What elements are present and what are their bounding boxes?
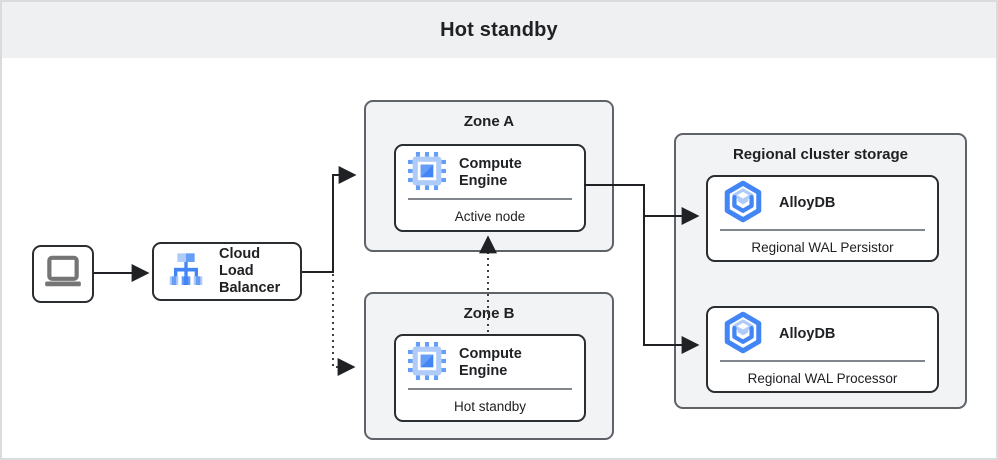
edge-load-balancer-to-zone-a xyxy=(302,166,357,273)
alloydb-label: AlloyDB xyxy=(779,326,836,343)
compute-engine-label: Compute Engine xyxy=(459,345,522,379)
alloydb-persistor-node: AlloyDB Regional WAL Persistor xyxy=(706,175,939,262)
zone-b-title: Zone B xyxy=(463,305,515,322)
compute-engine-node-standby: Compute Engine Hot standby xyxy=(394,334,586,422)
node-divider xyxy=(408,388,572,390)
regional-cluster-storage-title: Regional cluster storage xyxy=(732,146,909,163)
load-balancer-icon xyxy=(166,249,206,294)
compute-engine-icon xyxy=(408,151,446,195)
compute-engine-label: Compute Engine xyxy=(459,155,522,189)
regional-cluster-storage-group: Regional cluster storage AlloyDB Regiona… xyxy=(674,133,967,409)
alloydb-label: AlloyDB xyxy=(779,195,836,212)
laptop-icon xyxy=(42,255,84,294)
alloydb-icon xyxy=(720,180,766,228)
alloydb-role: Regional WAL Persistor xyxy=(751,240,894,255)
compute-engine-role: Active node xyxy=(454,209,526,224)
compute-engine-node-active: Compute Engine Active node xyxy=(394,144,586,232)
node-divider xyxy=(720,229,925,231)
alloydb-role: Regional WAL Processor xyxy=(747,371,898,386)
zone-b-group: Zone B xyxy=(364,292,614,440)
client-node xyxy=(32,245,94,303)
node-divider xyxy=(408,198,572,200)
cloud-load-balancer-node: Cloud Load Balancer xyxy=(152,242,302,301)
compute-engine-role: Hot standby xyxy=(453,399,527,414)
edge-load-balancer-to-zone-b-dotted xyxy=(332,274,356,376)
load-balancer-label: Cloud Load Balancer xyxy=(219,245,281,297)
alloydb-icon xyxy=(720,311,766,359)
zone-a-title: Zone A xyxy=(463,113,515,130)
alloydb-processor-node: AlloyDB Regional WAL Processor xyxy=(706,306,939,393)
node-divider xyxy=(720,360,925,362)
diagram-title: Hot standby xyxy=(440,18,558,41)
compute-engine-icon xyxy=(408,341,446,385)
zone-a-group: Zone A xyxy=(364,100,614,252)
diagram-title-bar: Hot standby xyxy=(2,2,996,58)
